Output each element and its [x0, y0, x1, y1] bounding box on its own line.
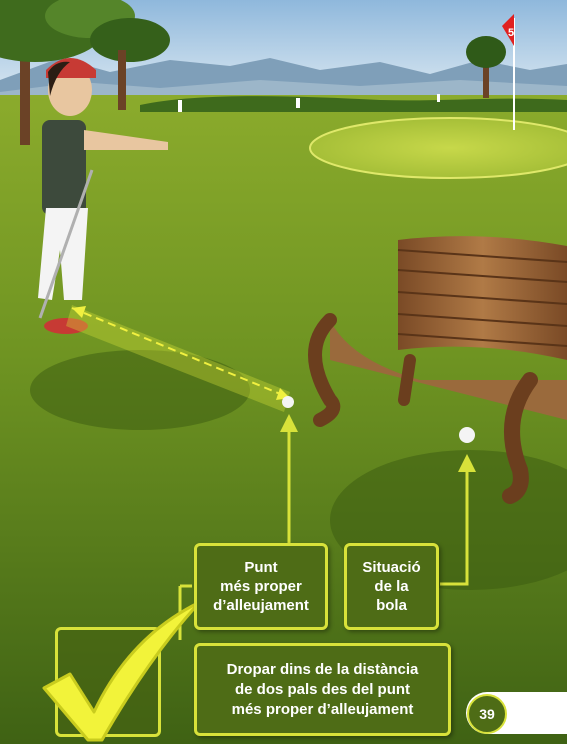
ball-position-label: Situació de la bola — [344, 543, 439, 630]
ball — [459, 427, 475, 443]
reference-ball — [282, 396, 294, 408]
putting-green — [310, 118, 567, 178]
drop-rule-label: Dropar dins de la distància de dos pals … — [194, 643, 451, 736]
page-number: 39 — [467, 694, 507, 734]
closest-point-label: Punt més proper d’alleujament — [194, 543, 328, 630]
flag-number: 5 — [508, 27, 514, 39]
check-mark-icon — [30, 596, 210, 744]
